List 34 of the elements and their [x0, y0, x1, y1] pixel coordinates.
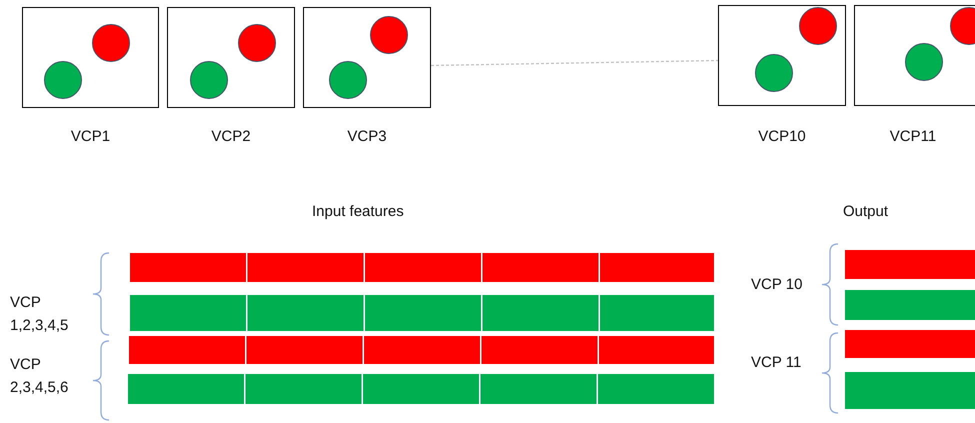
feature-bar: [130, 295, 714, 331]
circle: [370, 16, 408, 54]
feature-bar: [128, 374, 714, 404]
circle: [44, 61, 82, 99]
text-label: VCP 10: [751, 276, 802, 293]
circle: [799, 7, 837, 45]
circle: [92, 24, 130, 62]
feature-bar: [845, 372, 975, 409]
frame: [854, 5, 975, 106]
circle: [905, 43, 943, 81]
text-label: VCP 1,2,3,4,5: [10, 293, 70, 336]
frame: [22, 7, 159, 108]
feature-bar: [845, 330, 975, 358]
circle: [329, 61, 367, 99]
frame-caption: VCP11: [890, 128, 936, 145]
circle: [190, 61, 228, 99]
frame: [167, 7, 295, 108]
connector-line: [430, 60, 718, 66]
frame: [718, 5, 846, 106]
frame-caption: VCP2: [211, 128, 251, 145]
circle: [755, 54, 793, 92]
feature-bar: [845, 290, 975, 320]
text-label: Output: [843, 203, 888, 220]
frame: [303, 7, 431, 108]
frame-caption: VCP1: [70, 128, 110, 145]
text-label: Input features: [312, 203, 404, 220]
circle: [238, 24, 276, 62]
frame-caption: VCP3: [347, 128, 387, 145]
text-label: VCP 11: [751, 354, 802, 371]
feature-bar: [129, 336, 714, 364]
feature-bar: [845, 250, 975, 279]
frame-caption: VCP10: [758, 128, 806, 145]
text-label: VCP 2,3,4,5,6: [10, 355, 70, 398]
feature-bar: [130, 253, 714, 282]
